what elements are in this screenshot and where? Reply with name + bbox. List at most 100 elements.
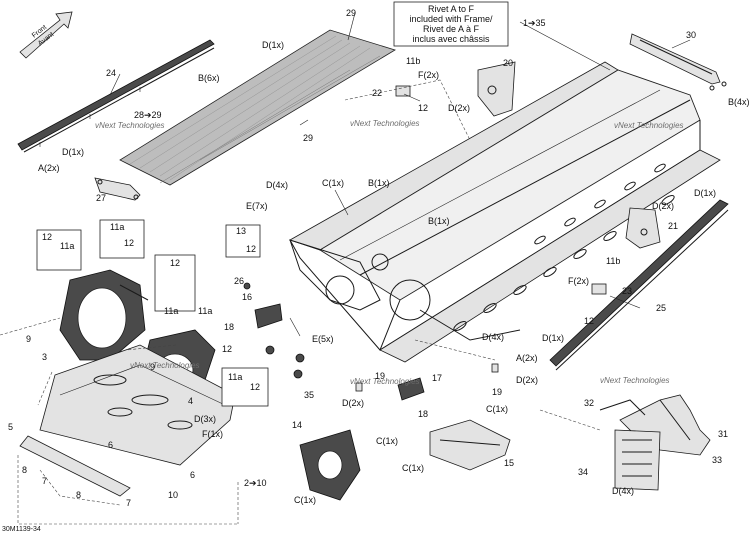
watermark-4: vNext Technologies — [130, 361, 200, 370]
label: 13 — [236, 226, 246, 236]
watermark-3: vNext Technologies — [614, 121, 684, 130]
label: D(1x) — [542, 333, 564, 343]
label: 12 — [250, 382, 260, 392]
label: D(1x) — [694, 188, 716, 198]
label: D(4x) — [612, 486, 634, 496]
right-rail-25 — [549, 199, 729, 371]
label: 12 — [170, 258, 180, 268]
label: 29 — [303, 133, 313, 143]
label: 11a — [198, 306, 212, 316]
guard-14 — [299, 429, 361, 501]
callout-box-3 — [154, 254, 196, 312]
left-rail-24 — [17, 39, 215, 153]
label: 24 — [106, 68, 116, 78]
label: 18 — [224, 322, 234, 332]
note-line-4: inclus avec châssis — [412, 34, 490, 44]
label: 21 — [668, 221, 678, 231]
label: 33 — [712, 455, 722, 465]
label: 26 — [234, 276, 244, 286]
label: B(1x) — [368, 178, 390, 188]
label: 18 — [418, 409, 428, 419]
label: 20 — [503, 58, 513, 68]
label: 12 — [246, 244, 256, 254]
label: D(1x) — [262, 40, 284, 50]
label: B(4x) — [728, 97, 750, 107]
bracket-20 — [477, 61, 516, 117]
front-arrow: Front Avant — [19, 11, 73, 59]
bracket-30 — [629, 33, 727, 91]
label: 19 — [492, 387, 502, 397]
label: 22 — [372, 88, 382, 98]
label: F(2x) — [568, 276, 589, 286]
label: D(2x) — [342, 398, 364, 408]
label: E(5x) — [312, 334, 334, 344]
label: 8 — [76, 490, 81, 500]
label: 34 — [578, 467, 588, 477]
dashed-leaders — [0, 79, 601, 525]
label: 8 — [22, 465, 27, 475]
skid-plate — [19, 344, 236, 497]
label: 11a — [164, 306, 178, 316]
label: D(4x) — [482, 332, 504, 342]
label: 19 — [375, 371, 385, 381]
part-labels: 29 D(1x) 1➔35 30 B(4x) 24 B(6x) 11b F(2x… — [8, 8, 750, 508]
label: 12 — [222, 344, 232, 354]
guard-15 — [429, 419, 511, 471]
label: 14 — [292, 420, 302, 430]
note-line-3: Rivet de A à F — [423, 24, 480, 34]
label: 16 — [242, 292, 252, 302]
callout-box-13 — [225, 224, 261, 258]
hitch-plate-34 — [614, 429, 661, 491]
label: A(2x) — [38, 163, 60, 173]
label: 15 — [504, 458, 514, 468]
label: 9 — [26, 334, 31, 344]
watermark-1: vNext Technologies — [95, 121, 165, 130]
bracket-23 — [591, 283, 607, 295]
label: 12 — [124, 238, 134, 248]
label: D(2x) — [652, 201, 674, 211]
label: D(2x) — [448, 103, 470, 113]
label: D(2x) — [516, 375, 538, 385]
label: 27 — [96, 193, 106, 203]
grommets — [243, 282, 499, 392]
label: 12 — [418, 103, 428, 113]
watermark-6: vNext Technologies — [600, 376, 670, 385]
label: 9 — [150, 362, 155, 372]
label: A(2x) — [516, 353, 538, 363]
label: 11b — [606, 256, 620, 266]
bracket-16 — [254, 303, 283, 329]
label: 2➔10 — [244, 478, 267, 488]
label: D(4x) — [266, 180, 288, 190]
label: 23 — [622, 286, 632, 296]
watermark-2: vNext Technologies — [350, 119, 420, 128]
label: 17 — [432, 373, 442, 383]
bracket-22 — [395, 85, 411, 97]
bracket-21 — [625, 207, 661, 249]
main-frame-tunnel — [289, 61, 721, 363]
label: 1➔35 — [523, 18, 546, 28]
callout-box-2 — [99, 219, 145, 259]
label: 28➔29 — [134, 110, 162, 120]
watermark-5: vNext Technologies — [350, 377, 420, 386]
label: 32 — [584, 398, 594, 408]
bracket-27 — [94, 177, 141, 201]
label: 11a — [60, 241, 74, 251]
label: 30 — [686, 30, 696, 40]
rivet-note-box: Rivet A to F included with Frame/ Rivet … — [393, 1, 509, 47]
label: 11a — [110, 222, 124, 232]
label: 6 — [108, 440, 113, 450]
label: 5 — [8, 422, 13, 432]
label: E(7x) — [246, 201, 268, 211]
label: D(1x) — [62, 147, 84, 157]
label: 11a — [228, 372, 242, 382]
note-line-1: Rivet A to F — [428, 4, 475, 14]
label: C(1x) — [402, 463, 424, 473]
callout-box-1 — [36, 229, 82, 271]
label: 7 — [42, 476, 47, 486]
mesh-panel-29 — [119, 29, 396, 186]
diagram-id: 30M1139-34 — [2, 526, 41, 533]
leader-lines — [109, 12, 691, 337]
label: 25 — [656, 303, 666, 313]
